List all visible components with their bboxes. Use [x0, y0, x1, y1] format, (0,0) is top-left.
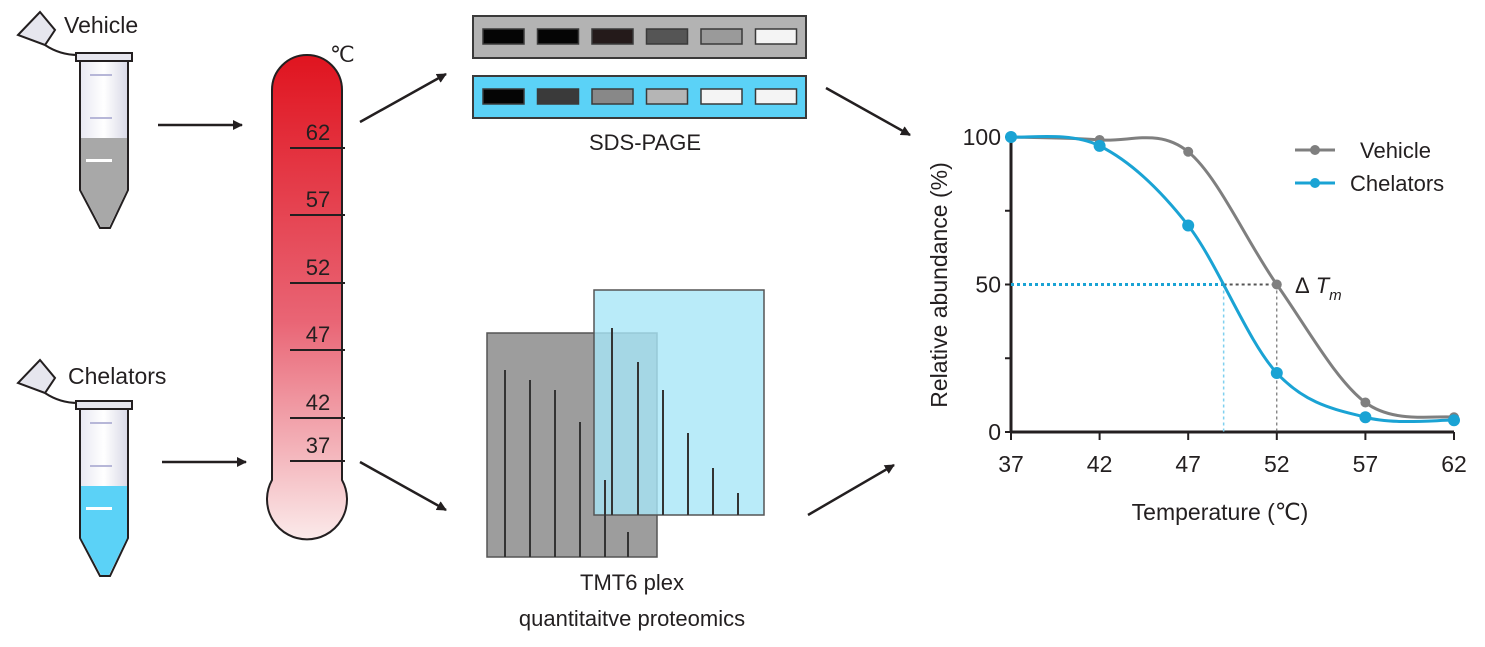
vehicle-legend-label: Vehicle: [1360, 138, 1431, 163]
arrow-icon: [807, 463, 895, 517]
vehicle-data-point: [1360, 397, 1371, 408]
vehicle-label: Vehicle: [64, 12, 138, 38]
chelators-data-point: [1005, 131, 1017, 143]
x-tick-label: 62: [1441, 451, 1467, 477]
x-axis-title: Temperature (℃): [1132, 499, 1309, 525]
vehicle-legend-marker: [1310, 145, 1320, 155]
tmt-spectra: [486, 289, 765, 558]
x-tick-label: 47: [1175, 451, 1201, 477]
tube-cap: [16, 358, 57, 395]
vehicle-gel-band: [536, 28, 580, 45]
arrow-icon: [825, 86, 911, 137]
thermometer-tick-label: 47: [306, 322, 330, 347]
delta-symbol: Δ: [1295, 273, 1310, 298]
y-tick-label: 0: [988, 419, 1001, 445]
thermometer-tick-label: 42: [306, 390, 330, 415]
vehicle-gel-band: [754, 28, 798, 45]
thermometer-tick-label: 57: [306, 187, 330, 212]
chelators-gel-band: [536, 88, 580, 105]
arrow-icon: [359, 460, 447, 512]
proteomics-label-line1: TMT6 plex: [580, 570, 684, 595]
tm-symbol: T: [1316, 273, 1331, 298]
y-axis-title: Relative abundance (%): [926, 162, 952, 407]
x-tick-label: 37: [998, 451, 1024, 477]
chelators-gel-band: [754, 88, 798, 105]
vehicle-tube: [16, 10, 133, 229]
chelators-gel-lane: [472, 75, 807, 119]
chelators-data-point: [1182, 219, 1195, 232]
y-tick-label: 50: [975, 272, 1001, 298]
vehicle-gel-lane: [472, 15, 807, 59]
vehicle-gel-band: [645, 28, 689, 45]
chelators-data-point: [1093, 139, 1106, 152]
spectrum-peaks: [504, 328, 739, 557]
chelators-data-point: [1270, 367, 1283, 379]
thermometer-tick-label: 62: [306, 120, 330, 145]
thermometer-tick-label: 52: [306, 255, 330, 280]
chelators-spectrum-panel: [593, 289, 765, 516]
chelators-gel-band: [482, 88, 525, 105]
y-tick-label: 100: [963, 124, 1001, 150]
chelators-tube: [16, 358, 133, 577]
sds-page-label: SDS-PAGE: [589, 130, 701, 155]
chelators-gel-band: [591, 88, 634, 105]
vehicle-gel-band: [700, 28, 743, 45]
tube-cap: [16, 10, 57, 47]
chelators-data-point: [1448, 414, 1460, 427]
chelators-label: Chelators: [68, 363, 166, 389]
vehicle-data-point: [1271, 279, 1282, 290]
x-tick-label: 52: [1264, 451, 1290, 477]
chelators-gel-band: [645, 88, 689, 105]
vehicle-data-point: [1183, 146, 1194, 157]
chelators-legend-label: Chelators: [1350, 171, 1444, 196]
proteomics-label-line2: quantitaitve proteomics: [519, 606, 745, 631]
chelators-data-point: [1359, 411, 1372, 424]
tm-subscript: m: [1329, 287, 1342, 304]
chelators-gel-band: [700, 88, 743, 105]
thermometer-tick-label: 37: [306, 433, 330, 458]
chelators-legend-marker: [1310, 178, 1320, 188]
arrow-icon: [359, 72, 447, 124]
x-tick-label: 57: [1353, 451, 1379, 477]
vehicle-gel-band: [591, 28, 634, 45]
thermometer-unit: ℃: [330, 42, 355, 67]
x-tick-label: 42: [1087, 451, 1113, 477]
vehicle-gel-band: [482, 28, 525, 45]
